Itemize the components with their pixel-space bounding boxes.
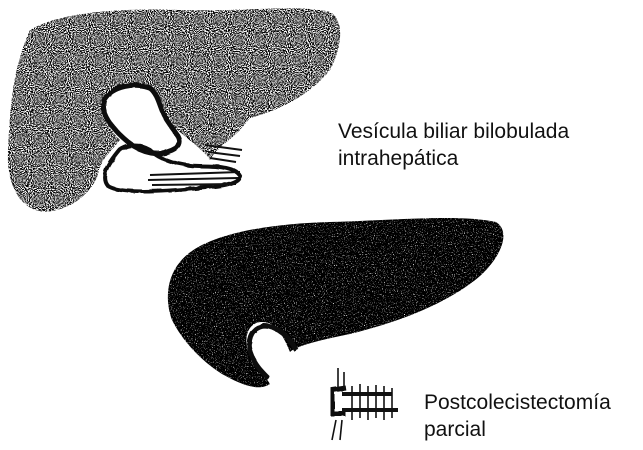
top-caption-line-2: intrahepática xyxy=(338,145,569,172)
bottom-cystic-remnant xyxy=(332,368,398,440)
top-liver xyxy=(8,8,340,212)
top-caption-line-1: Vesícula biliar bilobulada xyxy=(338,118,569,145)
bottom-liver-body xyxy=(168,218,504,387)
top-caption: Vesícula biliar bilobulada intrahepática xyxy=(338,118,569,172)
top-liver-body xyxy=(8,8,340,212)
bottom-caption-line-1: Postcolecistectomía xyxy=(424,389,611,416)
bottom-caption: Postcolecistectomía parcial xyxy=(424,389,611,443)
bottom-caption-line-2: parcial xyxy=(424,416,611,443)
